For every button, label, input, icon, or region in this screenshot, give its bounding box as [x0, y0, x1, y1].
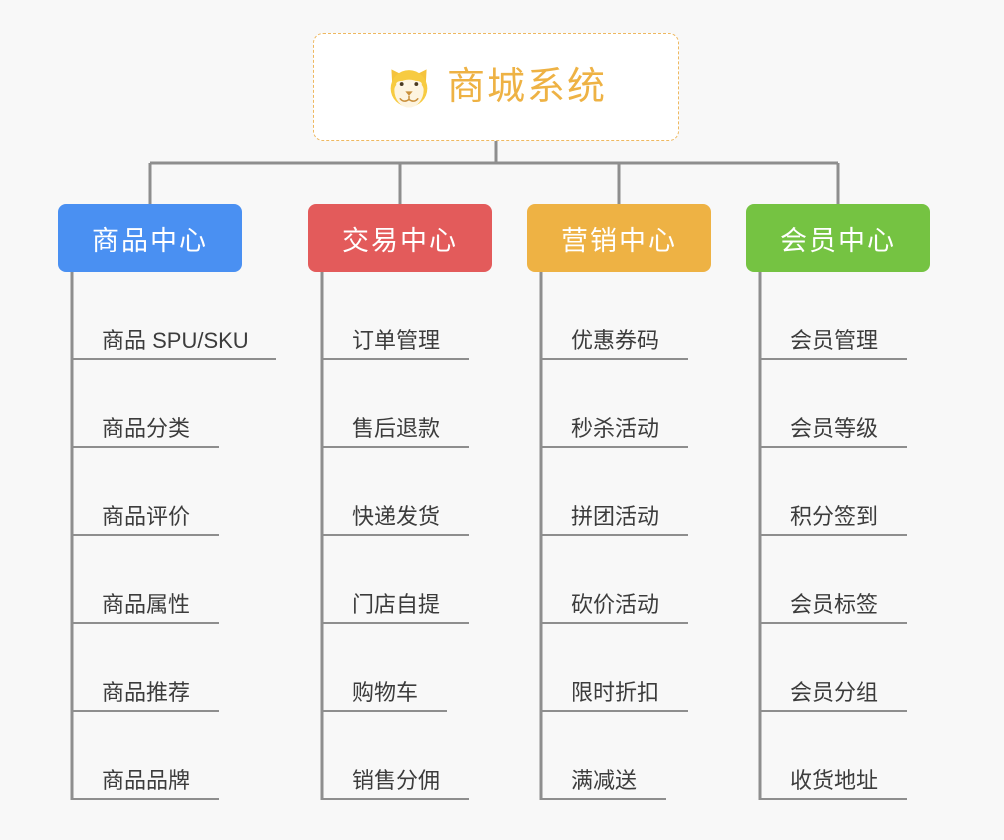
- leaf-item-label: 销售分佣: [352, 767, 441, 793]
- leaf-underline: [321, 798, 469, 800]
- leaf-item-label: 订单管理: [352, 327, 441, 353]
- shiba-dog-face-icon: [390, 69, 428, 108]
- leaf-underline: [540, 446, 688, 448]
- root-node[interactable]: 商城系统: [313, 33, 679, 141]
- leaf-item-label: 会员等级: [790, 415, 879, 441]
- branch-header[interactable]: 商品中心: [58, 204, 242, 272]
- leaf-item[interactable]: 商品推荐: [71, 624, 259, 712]
- leaf-underline: [540, 710, 688, 712]
- leaf-underline: [321, 358, 469, 360]
- leaf-item[interactable]: 会员标签: [759, 536, 907, 624]
- leaf-item-label: 满减送: [571, 767, 638, 793]
- leaf-list: 商品 SPU/SKU 商品分类商品评价商品属性商品推荐商品品牌: [71, 272, 276, 800]
- branch-header[interactable]: 营销中心: [527, 204, 711, 272]
- leaf-underline: [540, 358, 688, 360]
- leaf-underline: [759, 358, 907, 360]
- leaf-item[interactable]: 收货地址: [759, 712, 907, 800]
- leaf-item[interactable]: 优惠券码: [540, 272, 688, 360]
- leaf-underline: [759, 622, 907, 624]
- branch-column: 会员中心会员管理会员等级积分签到会员标签会员分组收货地址: [746, 204, 930, 800]
- leaf-list: 订单管理售后退款快递发货门店自提购物车销售分佣: [321, 272, 469, 800]
- leaf-underline: [71, 358, 276, 360]
- leaf-item[interactable]: 售后退款: [321, 360, 469, 448]
- leaf-underline: [321, 622, 469, 624]
- branch-header[interactable]: 会员中心: [746, 204, 930, 272]
- leaf-item[interactable]: 购物车: [321, 624, 450, 712]
- leaf-underline: [759, 798, 907, 800]
- leaf-item[interactable]: 快递发货: [321, 448, 469, 536]
- leaf-item-label: 商品属性: [102, 591, 191, 617]
- leaf-item-label: 商品评价: [102, 503, 191, 529]
- leaf-underline: [71, 534, 219, 536]
- leaf-item[interactable]: 会员分组: [759, 624, 907, 712]
- leaf-underline: [321, 446, 469, 448]
- leaf-item-label: 会员标签: [790, 591, 879, 617]
- leaf-item-label: 拼团活动: [571, 503, 660, 529]
- leaf-item[interactable]: 限时折扣: [540, 624, 688, 712]
- branch-header-label: 商品中心: [92, 225, 208, 256]
- leaf-item-label: 商品分类: [102, 415, 191, 441]
- leaf-item-label: 会员管理: [790, 327, 879, 353]
- branch-header-label: 营销中心: [561, 225, 677, 256]
- leaf-underline: [71, 710, 219, 712]
- leaf-underline: [759, 710, 907, 712]
- branch-column: 营销中心优惠券码秒杀活动拼团活动砍价活动限时折扣满减送: [527, 204, 711, 800]
- leaf-item[interactable]: 拼团活动: [540, 448, 688, 536]
- leaf-item-label: 商品推荐: [102, 679, 191, 705]
- leaf-underline: [759, 534, 907, 536]
- leaf-underline: [540, 622, 688, 624]
- leaf-item-label: 收货地址: [790, 767, 879, 793]
- leaf-item-label: 砍价活动: [571, 591, 660, 617]
- leaf-item[interactable]: 积分签到: [759, 448, 907, 536]
- branch-header-label: 交易中心: [342, 225, 458, 256]
- leaf-list: 优惠券码秒杀活动拼团活动砍价活动限时折扣满减送: [540, 272, 688, 800]
- leaf-item[interactable]: 商品 SPU/SKU: [71, 272, 276, 360]
- leaf-item[interactable]: 会员等级: [759, 360, 907, 448]
- leaf-underline: [540, 798, 666, 800]
- leaf-item[interactable]: 销售分佣: [321, 712, 469, 800]
- leaf-item-label: 快递发货: [352, 503, 441, 529]
- branch-column: 交易中心订单管理售后退款快递发货门店自提购物车销售分佣: [308, 204, 492, 800]
- branch-column: 商品中心商品 SPU/SKU 商品分类商品评价商品属性商品推荐商品品牌: [58, 204, 276, 800]
- leaf-item-label: 限时折扣: [571, 679, 660, 705]
- branch-header-label: 会员中心: [780, 225, 896, 256]
- leaf-item-label: 商品品牌: [102, 767, 191, 793]
- leaf-list: 会员管理会员等级积分签到会员标签会员分组收货地址: [759, 272, 907, 800]
- leaf-item[interactable]: 砍价活动: [540, 536, 688, 624]
- leaf-item-label: 积分签到: [790, 503, 879, 529]
- leaf-item[interactable]: 满减送: [540, 712, 669, 800]
- leaf-underline: [71, 446, 219, 448]
- leaf-item[interactable]: 门店自提: [321, 536, 469, 624]
- leaf-item[interactable]: 会员管理: [759, 272, 907, 360]
- leaf-underline: [321, 534, 469, 536]
- leaf-item[interactable]: 商品属性: [71, 536, 259, 624]
- leaf-item-label: 售后退款: [352, 415, 441, 441]
- branch-header[interactable]: 交易中心: [308, 204, 492, 272]
- leaf-item[interactable]: 秒杀活动: [540, 360, 688, 448]
- leaf-item-label: 门店自提: [352, 591, 441, 617]
- leaf-underline: [71, 622, 219, 624]
- root-title: 商城系统: [446, 66, 607, 108]
- leaf-underline: [759, 446, 907, 448]
- leaf-item[interactable]: 订单管理: [321, 272, 469, 360]
- leaf-item-label: 秒杀活动: [571, 415, 660, 441]
- leaf-item-label: 优惠券码: [571, 327, 660, 353]
- leaf-item[interactable]: 商品评价: [71, 448, 259, 536]
- leaf-underline: [321, 710, 447, 712]
- leaf-item[interactable]: 商品品牌: [71, 712, 259, 800]
- leaf-underline: [71, 798, 219, 800]
- leaf-item[interactable]: 商品分类: [71, 360, 259, 448]
- leaf-underline: [540, 534, 688, 536]
- leaf-item-label: 会员分组: [790, 679, 879, 705]
- leaf-item-label: 购物车: [352, 679, 419, 705]
- leaf-item-label: 商品 SPU/SKU: [102, 327, 249, 353]
